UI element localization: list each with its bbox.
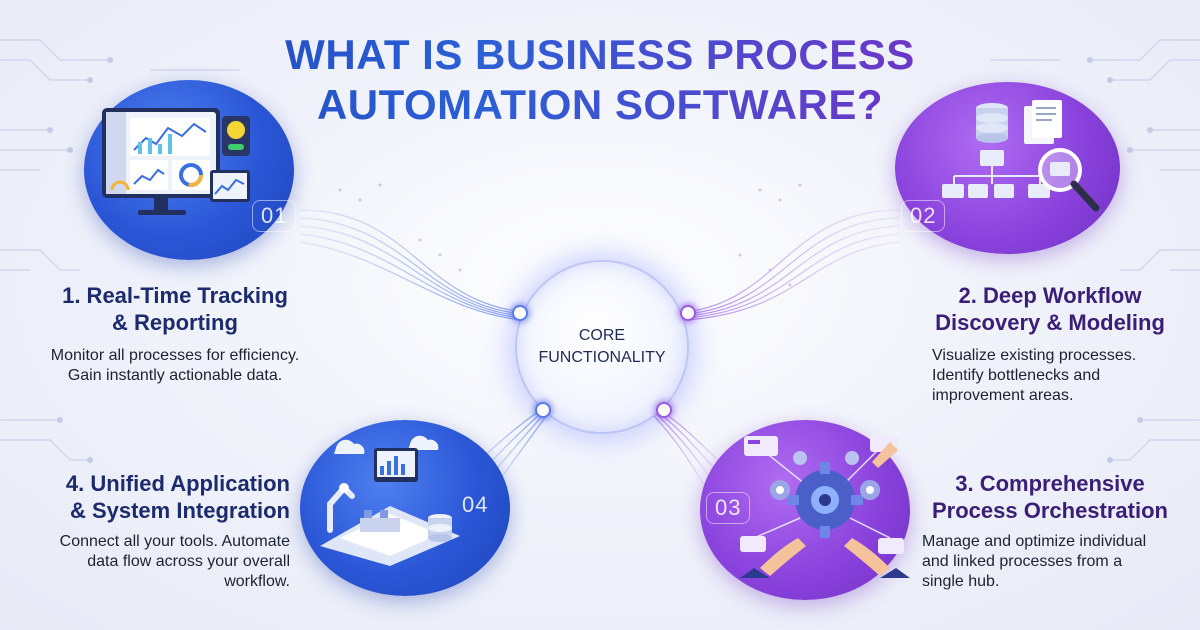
feature-4-desc-line-3: workflow. [224, 573, 290, 590]
connector-node-bottom-right [656, 402, 672, 418]
feature-4-desc-line-2: data flow across your overall [87, 553, 290, 570]
connector-node-top-left [512, 305, 528, 321]
feature-1-heading-line-2: & Reporting [112, 310, 238, 335]
feature-3-description: Manage and optimize individual and linke… [922, 532, 1192, 592]
feature-3-heading-line-1: 3. Comprehensive [955, 471, 1145, 496]
feature-2-number: 02 [901, 200, 946, 232]
feature-3-number: 03 [706, 492, 751, 524]
feature-2-desc-line-1: Visualize existing processes. [932, 347, 1137, 364]
gears-orchestration-icon [740, 436, 910, 578]
feature-2-badge: 02 [895, 82, 1120, 254]
feature-4-heading-line-1: 4. Unified Application [65, 471, 290, 496]
dashboard-monitor-icon [102, 108, 250, 215]
feature-4-description: Connect all your tools. Automate data fl… [20, 532, 290, 592]
feature-3-desc-line-3: single hub. [922, 573, 1000, 590]
feature-2-desc-line-3: improvement areas. [932, 387, 1074, 404]
feature-2-heading-line-2: Discovery & Modeling [935, 310, 1165, 335]
feature-2-desc-line-2: Identify bottlenecks and [932, 367, 1101, 384]
core-label-line-2: FUNCTIONALITY [538, 349, 666, 366]
feature-1-heading: 1. Real-Time Tracking & Reporting [40, 282, 310, 336]
core-label-line-1: CORE [578, 327, 626, 344]
connector-node-top-right [680, 305, 696, 321]
feature-2-description: Visualize existing processes. Identify b… [932, 346, 1182, 406]
feature-3-desc-line-2: and linked processes from a [922, 553, 1123, 570]
feature-4-heading: 4. Unified Application & System Integrat… [20, 470, 290, 524]
feature-2-heading: 2. Deep Workflow Discovery & Modeling [900, 282, 1200, 336]
title-line-1: WHAT IS BUSINESS PROCESS [285, 31, 915, 78]
workflow-database-magnifier-icon [942, 100, 1100, 212]
feature-1-badge: 01 [84, 80, 297, 260]
feature-3-badge: 03 [700, 420, 910, 600]
feature-1-number: 01 [252, 200, 297, 232]
feature-4-desc-line-1: Connect all your tools. Automate [59, 533, 290, 550]
factory-integration-icon [320, 435, 460, 566]
feature-3-desc-line-1: Manage and optimize individual [922, 533, 1147, 550]
feature-1-heading-line-1: 1. Real-Time Tracking [62, 283, 288, 308]
feature-4-number: 04 [462, 492, 489, 517]
feature-1-description: Monitor all processes for efficiency. Ga… [20, 346, 330, 386]
feature-1-desc-line-2: Gain instantly actionable data. [67, 367, 283, 384]
feature-1-desc-line-1: Monitor all processes for efficiency. [50, 347, 300, 364]
feature-4-badge: 04 [300, 420, 510, 596]
feature-3-heading: 3. Comprehensive Process Orchestration [910, 470, 1190, 524]
feature-4-heading-line-2: & System Integration [69, 498, 290, 523]
feature-2-heading-line-1: 2. Deep Workflow [958, 283, 1142, 308]
feature-3-heading-line-2: Process Orchestration [932, 498, 1168, 523]
connector-node-bottom-left [535, 402, 551, 418]
